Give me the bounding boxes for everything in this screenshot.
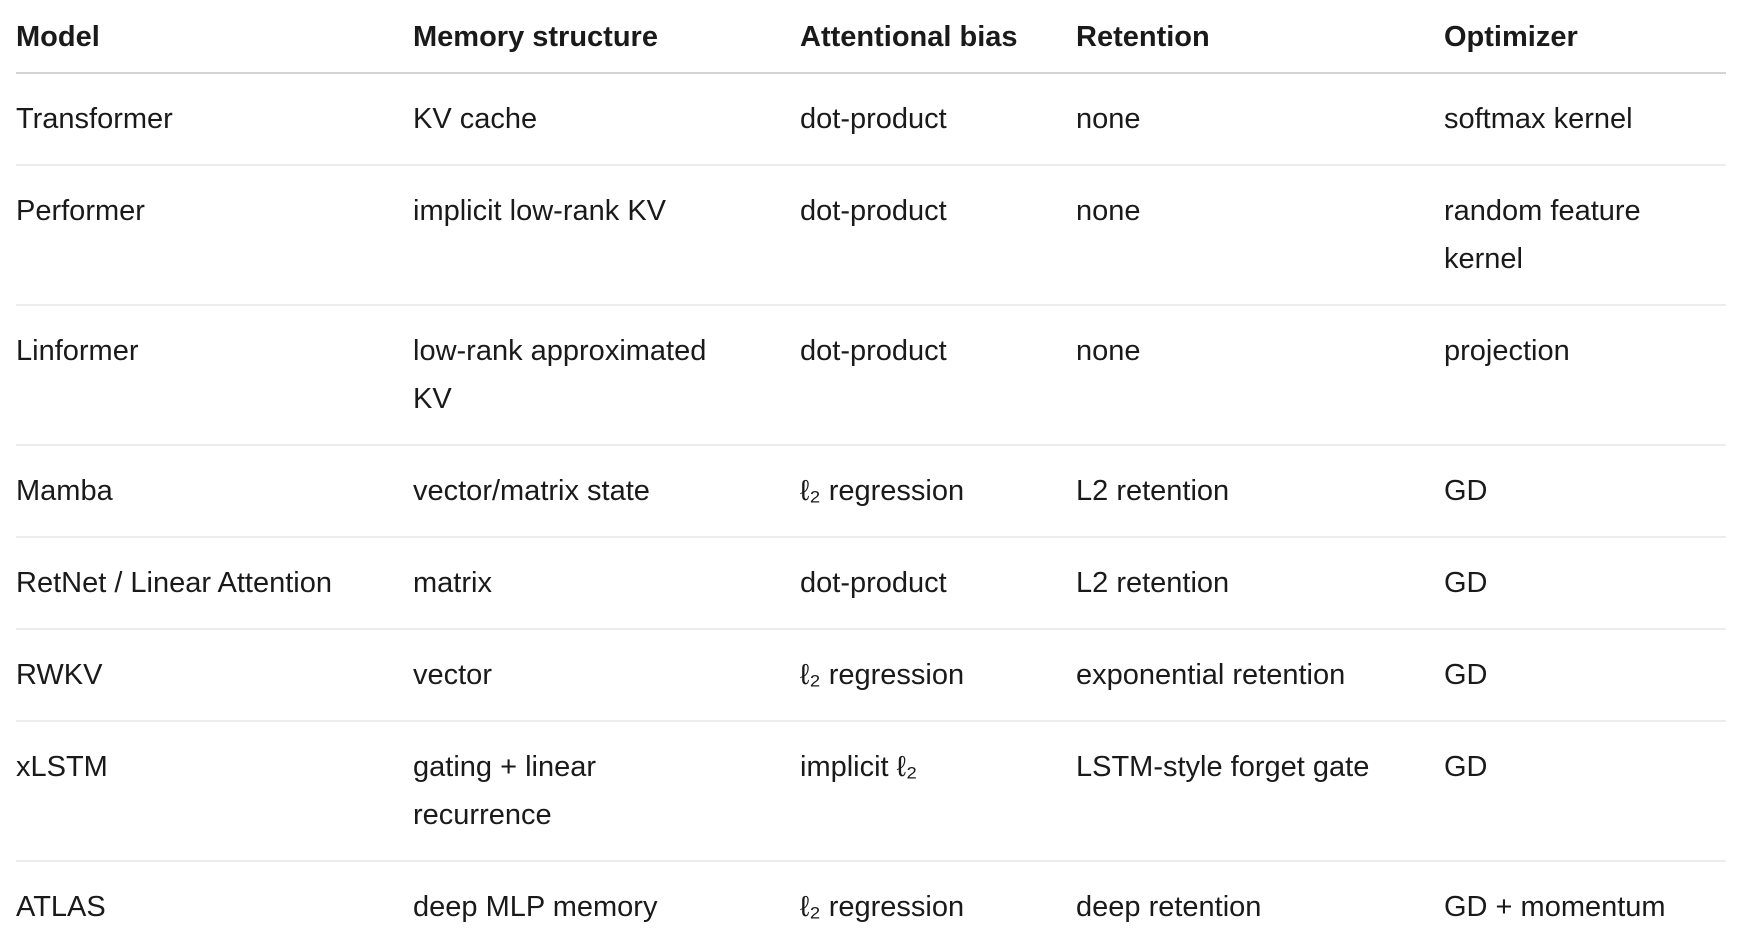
cell-memory-structure: gating + linear recurrence [413,721,800,862]
cell-optimizer: softmax kernel [1444,73,1726,166]
cell-model: Performer [16,165,413,306]
table-row: xLSTM gating + linear recurrence implici… [16,721,1726,862]
cell-retention: none [1076,305,1444,446]
cell-optimizer: GD [1444,629,1726,722]
cell-optimizer: GD [1444,445,1726,538]
cell-optimizer: projection [1444,305,1726,446]
table-row: Linformer low-rank approximated KV dot-p… [16,305,1726,446]
model-comparison-table: Model Memory structure Attentional bias … [16,0,1726,952]
header-row: Model Memory structure Attentional bias … [16,0,1726,74]
cell-optimizer: GD [1444,721,1726,862]
cell-memory-structure: matrix [413,537,800,630]
cell-attentional-bias: implicit ℓ₂ [800,721,1076,862]
table-row: ATLAS deep MLP memory ℓ₂ regression deep… [16,861,1726,952]
cell-model: RetNet / Linear Attention [16,537,413,630]
cell-memory-structure: vector/matrix state [413,445,800,538]
column-header-optimizer: Optimizer [1444,0,1726,74]
cell-memory-structure: low-rank approximated KV [413,305,800,446]
cell-attentional-bias: ℓ₂ regression [800,629,1076,722]
column-header-label: Retention [1076,21,1210,53]
column-header-model: Model [16,0,413,74]
cell-attentional-bias: ℓ₂ regression [800,891,965,923]
cell-retention: L2 retention [1076,537,1444,630]
cell-retention: L2 retention [1076,445,1444,538]
cell-retention: LSTM-style forget gate [1076,721,1444,862]
cell-model: RWKV [16,629,413,722]
column-header-memory-structure: Memory structure [413,0,800,74]
cell-model: Mamba [16,445,413,538]
column-header-label: Model [16,21,100,53]
table-row: RWKV vector ℓ₂ regression exponential re… [16,629,1726,722]
cell-attentional-bias: ℓ₂ regression [800,445,1076,538]
cell-memory-structure: KV cache [413,73,800,166]
table-row: Transformer KV cache dot-product none so… [16,73,1726,166]
cell-optimizer: GD [1444,537,1726,630]
cell-model: Linformer [16,305,413,446]
cell-retention: deep retention [1076,891,1262,923]
cell-model: Transformer [16,73,413,166]
column-header-retention: Retention [1076,0,1444,74]
cell-attentional-bias: dot-product [800,73,1076,166]
cell-attentional-bias: dot-product [800,537,1076,630]
cell-optimizer: GD + momentum [1444,891,1666,923]
table-row: Mamba vector/matrix state ℓ₂ regression … [16,445,1726,538]
cell-retention: exponential retention [1076,629,1444,722]
column-header-attentional-bias: Attentional bias [800,0,1076,74]
cell-memory-structure: implicit low-rank KV [413,165,800,306]
cell-memory-structure: vector [413,629,800,722]
column-header-label: Attentional bias [800,21,1018,53]
cell-retention: none [1076,73,1444,166]
cell-attentional-bias: dot-product [800,165,1076,306]
cell-model: ATLAS [16,891,106,923]
cell-memory-structure: deep MLP memory [413,891,658,923]
cell-attentional-bias: dot-product [800,305,1076,446]
column-header-label: Optimizer [1444,21,1578,53]
cell-retention: none [1076,165,1444,306]
cell-optimizer: random feature kernel [1444,165,1726,306]
table-row: Performer implicit low-rank KV dot-produ… [16,165,1726,306]
cell-model: xLSTM [16,721,413,862]
table-row: RetNet / Linear Attention matrix dot-pro… [16,537,1726,630]
column-header-label: Memory structure [413,21,658,53]
